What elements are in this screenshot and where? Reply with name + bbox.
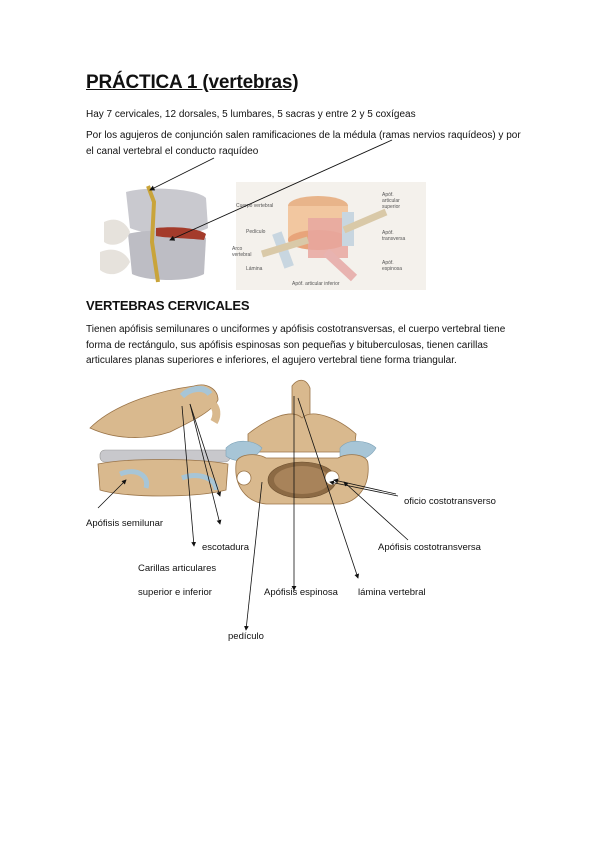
label-oficio-costotransverso: oficio costotransverso	[404, 496, 496, 507]
vertebra-illustration	[86, 182, 426, 290]
label-pediculo-small: Pedículo	[246, 229, 266, 235]
label-apof-trans-1: Apóf.	[382, 230, 394, 236]
label-apofisis-costotransversa: Apófisis costotransversa	[378, 542, 481, 553]
label-apof-trans-2: transversa	[382, 236, 406, 242]
section-title: VERTEBRAS CERVICALES	[86, 298, 250, 313]
label-escotadura: escotadura	[202, 542, 250, 553]
label-cuerpo-vertebral: Cuerpo vertebral	[236, 203, 274, 209]
page-title: PRÁCTICA 1 (vertebras)	[86, 72, 299, 93]
note-paragraph: Por los agujeros de conjunción salen ram…	[86, 130, 521, 157]
label-carillas-1: Carillas articulares	[138, 563, 217, 574]
cervical-illustration	[89, 379, 409, 631]
label-arco: Arco	[232, 246, 243, 252]
label-apofisis-espinosa: Apófisis espinosa	[264, 587, 338, 598]
cervical-figure: oficio costotransverso Apófisis semiluna…	[86, 378, 516, 658]
label-apof-esp-2: espinosa	[382, 266, 403, 272]
label-apof-articular-inferior: Apóf. articular inferior	[292, 281, 340, 287]
label-apof-esp-1: Apóf.	[382, 260, 394, 266]
label-lamina-vertebral: lámina vertebral	[358, 587, 426, 598]
label-apof-sup-3: superior	[382, 204, 401, 210]
label-pediculo: pedículo	[228, 631, 264, 642]
label-apofisis-semilunar: Apófisis semilunar	[86, 518, 164, 529]
label-apof-sup-1: Apóf.	[382, 192, 394, 198]
vertebra-figure-top: Cuerpo vertebral Pedículo Arco vertebral…	[86, 182, 426, 290]
label-vertebral: vertebral	[232, 252, 252, 258]
label-lamina-small: Lámina	[246, 266, 263, 272]
section-paragraph: Tienen apófisis semilunares o unciformes…	[86, 324, 506, 366]
intro-paragraph: Hay 7 cervicales, 12 dorsales, 5 lumbare…	[86, 109, 416, 120]
label-apof-sup-2: articular	[382, 198, 400, 204]
label-carillas-2: superior e inferior	[138, 587, 212, 598]
